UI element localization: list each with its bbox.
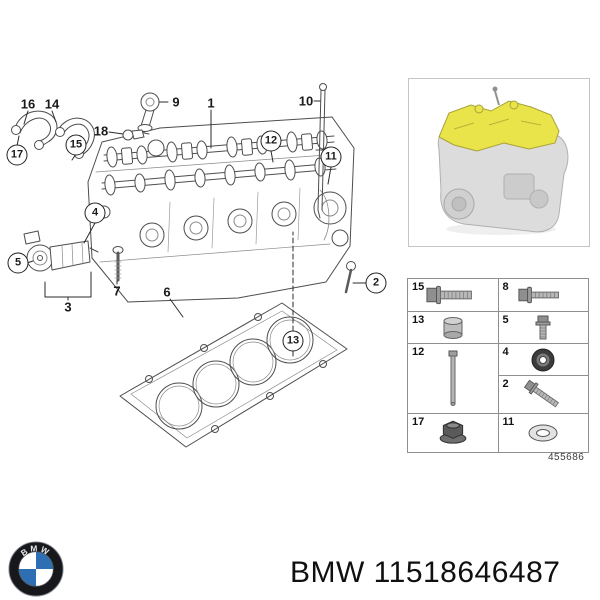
highlighted-cylinder-head xyxy=(438,100,560,152)
legend-cell-15: 15 xyxy=(407,278,499,312)
legend-part-number: 17 xyxy=(412,416,425,428)
flange-nut-icon xyxy=(439,420,467,444)
drawing-number: 455686 xyxy=(548,452,585,463)
callout-11: 11 xyxy=(320,146,342,168)
flange-bolt-icon xyxy=(426,285,472,305)
eyelet-bracket xyxy=(137,92,160,132)
legend-cell-17: 17 xyxy=(407,413,499,453)
callout-4: 4 xyxy=(84,202,106,224)
legend-cell-8: 8 xyxy=(497,278,589,312)
callout-9: 9 xyxy=(172,94,180,110)
legend-right-column: 8 5 4 2 xyxy=(497,278,589,453)
part-number: 11518646487 xyxy=(373,556,561,589)
legend-part-number: 2 xyxy=(502,378,509,390)
legend-cell-11: 11 xyxy=(497,413,589,453)
callout-3: 3 xyxy=(64,299,72,315)
callout-10: 10 xyxy=(298,93,314,109)
callout-12: 12 xyxy=(260,130,282,152)
callout-2: 2 xyxy=(365,272,387,294)
legend-part-number: 12 xyxy=(412,346,425,358)
callout-1: 1 xyxy=(207,95,215,111)
legend-cell-4: 4 xyxy=(497,343,589,376)
callout-16: 16 xyxy=(20,96,36,112)
legend-cell-12: 12 xyxy=(407,343,499,414)
callout-17: 17 xyxy=(6,144,28,166)
cylinder-head-body xyxy=(87,116,355,303)
washer-icon xyxy=(528,424,558,442)
dowel-pin-icon xyxy=(448,350,458,406)
stud-bolt xyxy=(344,261,356,294)
brand-label: BMW xyxy=(290,556,365,589)
callout-14: 14 xyxy=(44,96,60,112)
small-bolt xyxy=(112,246,124,282)
legend-part-number: 13 xyxy=(412,314,425,326)
callout-15: 15 xyxy=(65,134,87,156)
bolt-icon xyxy=(518,286,560,304)
engine-thumbnail xyxy=(437,86,569,235)
callout-13: 13 xyxy=(282,330,304,352)
sensor xyxy=(122,129,150,141)
legend-cell-5: 5 xyxy=(497,311,589,344)
lifting-brackets xyxy=(11,110,95,159)
leader-lines xyxy=(16,100,367,360)
sleeve-bushing-icon xyxy=(443,316,463,339)
legend-left-column: 15 13 12 17 xyxy=(407,278,499,453)
callout-6: 6 xyxy=(163,284,171,300)
legend-part-number: 11 xyxy=(502,416,515,428)
svg-text:BMW: BMW xyxy=(19,543,53,558)
bmw-logo-text: BMW xyxy=(19,543,51,558)
long-bolt-icon xyxy=(524,379,560,407)
screw-icon xyxy=(535,315,551,339)
engine-location-inset xyxy=(408,78,590,247)
solenoid-valve xyxy=(23,230,99,272)
callout-7: 7 xyxy=(113,283,121,299)
legend-part-number: 4 xyxy=(502,346,509,358)
fastener-legend: 15 13 12 17 xyxy=(407,278,589,453)
seal-grommet-icon xyxy=(531,348,555,371)
legend-part-number: 5 xyxy=(502,314,509,326)
legend-cell-2: 2 xyxy=(497,375,589,414)
head-gasket xyxy=(119,302,348,448)
legend-part-number: 8 xyxy=(502,281,509,293)
bmw-logo: BMW xyxy=(8,541,64,597)
part-title: BMW 11518646487 xyxy=(290,556,560,590)
callout-5: 5 xyxy=(7,252,29,274)
legend-part-number: 15 xyxy=(412,281,425,293)
callout-18: 18 xyxy=(93,123,109,139)
legend-cell-13: 13 xyxy=(407,311,499,344)
